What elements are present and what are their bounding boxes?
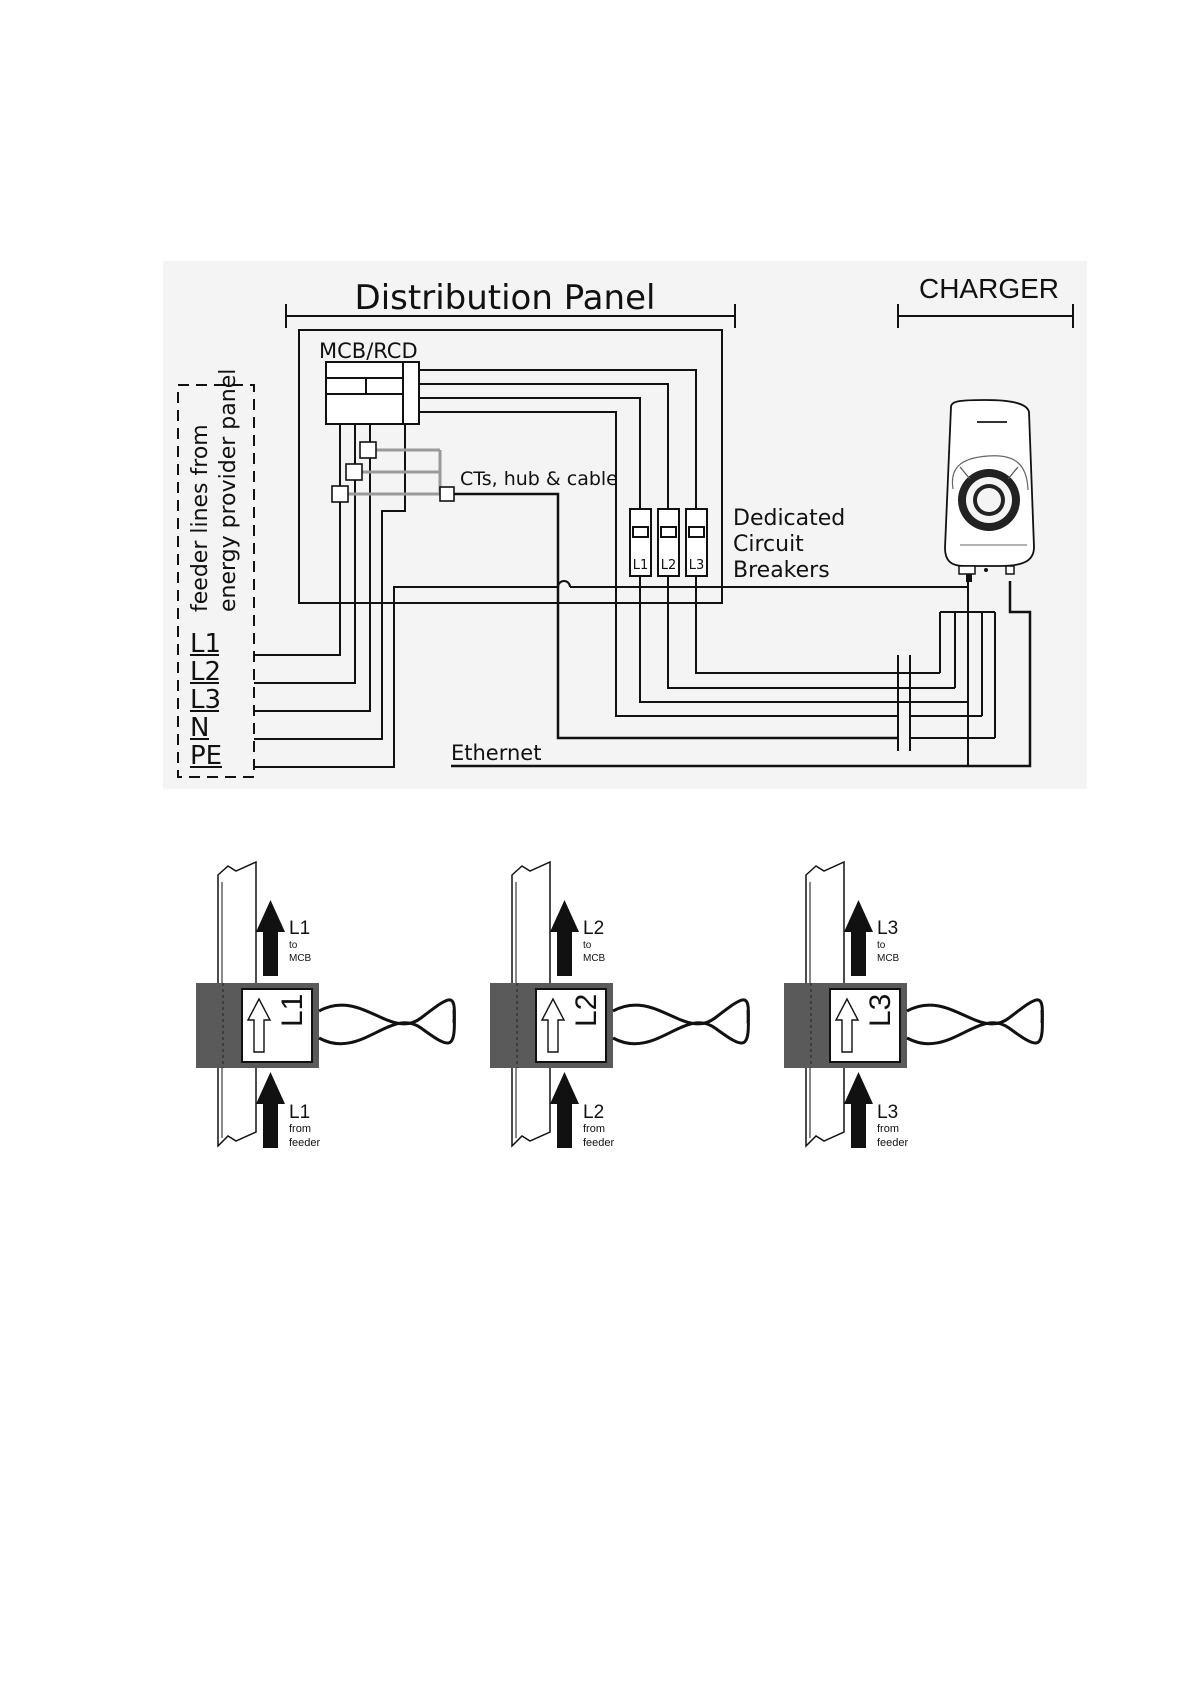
ct-detail-l3: [784, 862, 1042, 1148]
feeder-label-line1: feeder lines from: [188, 424, 213, 612]
ct-l1-bottom-sub2: feeder: [289, 1137, 321, 1149]
conductor-labels: L1 L2 L3 N PE: [190, 629, 222, 771]
ct-sensor-l2: [346, 464, 362, 480]
dcb-label-line1: Dedicated: [733, 506, 845, 531]
ct-l3-bottom-sub1: from: [877, 1123, 899, 1135]
ct-hub: [440, 487, 454, 501]
ct-l1-top-sub1: to: [289, 940, 298, 951]
dcb-label-line2: Circuit: [733, 532, 804, 557]
cts-hub-cable-label: CTs, hub & cable: [460, 468, 618, 490]
ct-l3-bottom-sub2: feeder: [877, 1137, 909, 1149]
ct-l3-top-sub2: MCB: [877, 953, 900, 964]
ct-l1-top-line: L1: [289, 918, 310, 939]
charger-title: CHARGER: [919, 273, 1059, 304]
ct-sensor-l1: [360, 442, 376, 458]
ct-body-label-l1: L1: [276, 994, 309, 1027]
ct-detail-l1: [196, 862, 454, 1148]
ct-l3-top-sub1: to: [877, 940, 886, 951]
mcb-rcd-label: MCB/RCD: [319, 339, 418, 363]
ct-sensor-l3: [332, 486, 348, 502]
ct-l3-top-line: L3: [877, 918, 898, 939]
ct-l3-bottom-line: L3: [877, 1102, 898, 1123]
ethernet-label: Ethernet: [451, 741, 541, 765]
ct-body-label-l3: L3: [864, 994, 897, 1027]
ct-l2-top-line: L2: [583, 918, 604, 939]
breaker-l1-label: L1: [633, 558, 649, 573]
ct-l1-bottom-sub1: from: [289, 1123, 311, 1135]
ct-l2-bottom-line: L2: [583, 1102, 604, 1123]
ct-body-label-l2: L2: [570, 994, 603, 1027]
ct-l2-bottom-sub2: feeder: [583, 1137, 615, 1149]
ct-l1-top-sub2: MCB: [289, 953, 312, 964]
panel-title: Distribution Panel: [355, 278, 656, 318]
dedicated-circuit-breakers: L1 L2 L3: [630, 509, 707, 576]
ct-l1-bottom-line: L1: [289, 1102, 310, 1123]
charger-unit: [945, 400, 1034, 582]
ct-l2-bottom-sub1: from: [583, 1123, 605, 1135]
ct-detail-l2: [490, 862, 748, 1148]
ct-l2-top-sub1: to: [583, 940, 592, 951]
feeder-label-line2: energy provider panel: [216, 369, 241, 612]
ct-l2-top-sub2: MCB: [583, 953, 606, 964]
breaker-l3-label: L3: [689, 558, 705, 573]
dcb-label-line3: Breakers: [733, 558, 830, 583]
breaker-l2-label: L2: [661, 558, 677, 573]
mcb-rcd-block: [326, 362, 419, 424]
